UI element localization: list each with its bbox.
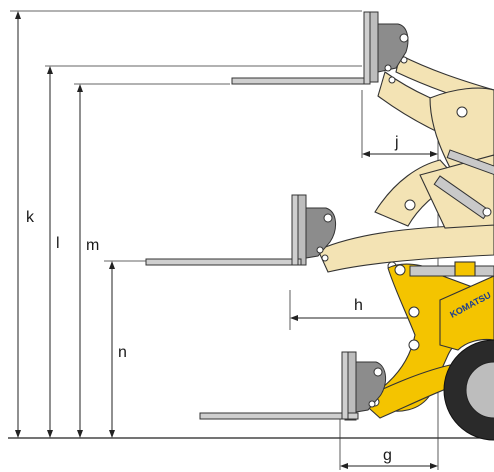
- label-k: k: [26, 209, 35, 226]
- label-g: g: [383, 447, 392, 464]
- label-l: l: [56, 235, 60, 252]
- label-n: n: [118, 344, 127, 361]
- dimension-n: n: [109, 261, 127, 438]
- loader-arm-mid-height: [317, 149, 494, 273]
- label-j: j: [394, 134, 399, 151]
- fork-carriage-ground: [199, 351, 386, 421]
- label-h: h: [354, 297, 363, 314]
- dimension-j: j: [362, 134, 438, 157]
- fork-carriage-top: [231, 11, 409, 85]
- machine-body: KOMATSU: [439, 275, 494, 351]
- front-wheel: [443, 339, 494, 441]
- fork-carriage-mid: [145, 194, 336, 266]
- label-m: m: [86, 237, 99, 254]
- dimension-k: k: [15, 11, 35, 438]
- dimension-g: g: [340, 447, 438, 469]
- dimension-m: m: [77, 84, 99, 438]
- dimension-l: l: [47, 66, 60, 438]
